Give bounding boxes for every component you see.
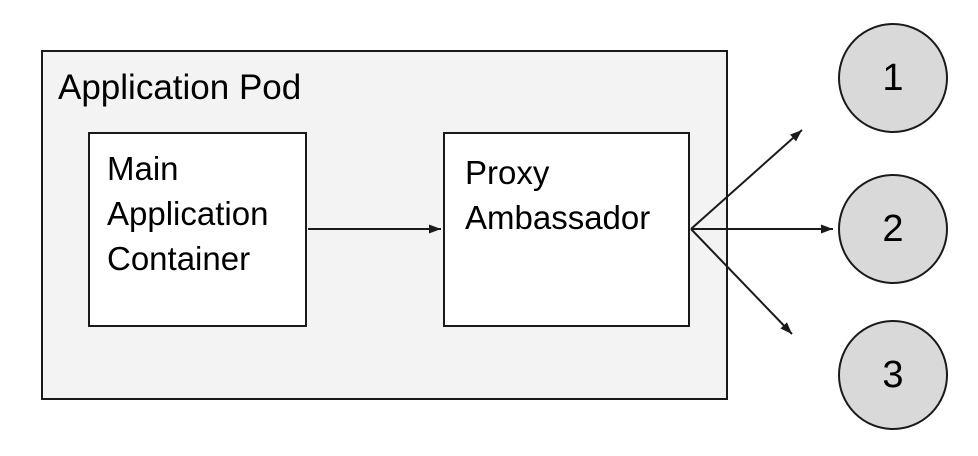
endpoint-circle-3: 3 <box>838 320 948 430</box>
endpoint-1-label: 1 <box>882 57 904 99</box>
endpoint-circle-2: 2 <box>838 174 948 284</box>
node-main-application-container-label: Main Application Container <box>107 150 269 277</box>
node-proxy-ambassador: Proxy Ambassador <box>443 132 690 327</box>
node-proxy-ambassador-label: Proxy Ambassador <box>465 154 651 236</box>
endpoint-3-label: 3 <box>882 354 904 396</box>
endpoint-2-label: 2 <box>882 208 904 250</box>
application-pod-title: Application Pod <box>58 68 302 107</box>
node-main-application-container: Main Application Container <box>88 132 307 327</box>
endpoint-circle-1: 1 <box>838 23 948 133</box>
